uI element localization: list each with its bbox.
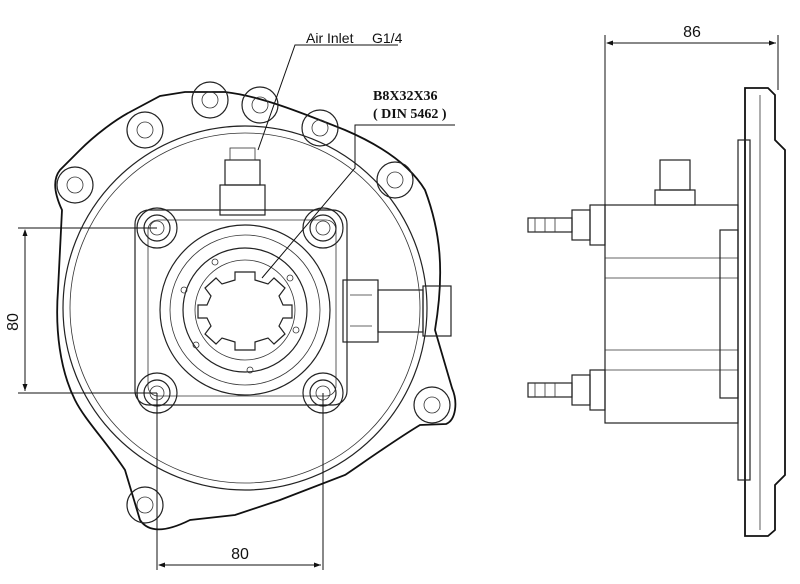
lug-hole xyxy=(311,119,329,137)
lug-hole xyxy=(251,96,269,114)
mounting-lug xyxy=(56,166,94,204)
lug-hole xyxy=(66,176,84,194)
mounting-lug xyxy=(126,111,164,149)
air-inlet-leader xyxy=(257,44,398,151)
spline-code-label: B8X32X36 xyxy=(373,89,438,104)
side-stud-bottom xyxy=(527,369,606,411)
air-inlet-label: Air Inlet xyxy=(306,30,354,46)
mounting-lug xyxy=(126,486,164,524)
side-body xyxy=(604,204,739,424)
mounting-lug xyxy=(241,86,279,124)
square-flange xyxy=(134,209,348,406)
mounting-lug xyxy=(413,386,451,424)
air-inlet-fitting xyxy=(219,147,266,216)
main-body-inner xyxy=(69,132,421,484)
hub-hole xyxy=(246,366,254,374)
lug-hole xyxy=(386,171,404,189)
hub-ring xyxy=(169,234,321,386)
dim-vertical-text: 80 xyxy=(5,313,22,331)
hub-hole xyxy=(286,274,294,282)
dim-depth-text: 86 xyxy=(683,24,701,41)
lug-hole xyxy=(136,496,154,514)
square-flange-inner xyxy=(147,219,337,397)
hub-hole xyxy=(211,258,219,266)
side-fitting xyxy=(342,279,452,343)
side-flange-plate xyxy=(744,87,786,537)
front-view xyxy=(18,44,457,570)
hub-hole xyxy=(180,286,188,294)
lug-hole xyxy=(423,396,441,414)
main-body-circle xyxy=(62,125,428,491)
front-outer-housing xyxy=(54,91,457,531)
mounting-lug xyxy=(376,161,414,199)
hub-hole xyxy=(292,326,300,334)
hub-inner xyxy=(182,247,308,373)
body-collar xyxy=(719,229,739,399)
side-view xyxy=(527,35,786,537)
mounting-lug xyxy=(301,109,339,147)
spline-bore xyxy=(197,271,293,351)
flange-step xyxy=(737,139,751,481)
hub-hole xyxy=(192,341,200,349)
side-inlet-base xyxy=(654,189,696,206)
spline-standard-label: ( DIN 5462 ) xyxy=(373,107,447,122)
hub-outer xyxy=(159,224,331,396)
dim-horizontal-text: 80 xyxy=(231,546,249,563)
bolt-top-right xyxy=(302,207,344,249)
side-inlet-fitting xyxy=(659,159,691,191)
air-inlet-thread-label: G1/4 xyxy=(372,30,403,46)
lug-hole xyxy=(136,121,154,139)
side-stud-top xyxy=(527,204,606,246)
hub-bore xyxy=(194,259,296,361)
mounting-lug xyxy=(191,81,229,119)
spline-leader xyxy=(261,124,455,279)
lug-hole xyxy=(201,91,219,109)
